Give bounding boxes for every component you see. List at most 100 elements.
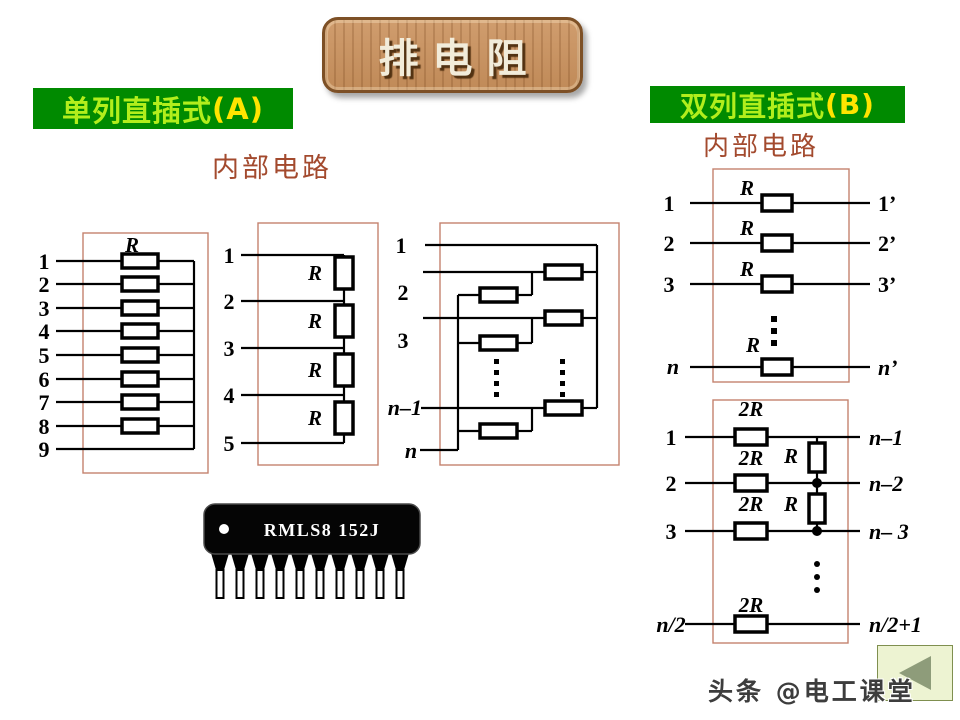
resistor-label: R xyxy=(745,333,760,357)
junction-dots xyxy=(812,478,822,536)
pin-label: 6 xyxy=(39,367,50,392)
resistor-label: R xyxy=(783,492,798,516)
circuit-ladder-diagram: 1 2 3 n–1 n xyxy=(388,222,620,466)
pin-label: 7 xyxy=(39,390,50,415)
pin-label: n xyxy=(405,438,417,463)
pin-label: 1 xyxy=(39,249,50,274)
previous-slide-button[interactable] xyxy=(877,645,953,701)
resistor-label: R xyxy=(124,233,139,257)
pin-label: 8 xyxy=(39,414,50,439)
page-title: 排电阻 xyxy=(378,36,541,82)
pin-label: 1 xyxy=(666,425,677,450)
pin-label: n– 3 xyxy=(869,519,909,544)
pin-label: 2’ xyxy=(878,231,896,256)
pin-labels: 1 2 3 n 1’ 2’ 3’ n’ xyxy=(664,191,898,380)
watermark-text: 头条 @电工课堂 xyxy=(708,677,916,706)
chip-pin1-dot xyxy=(219,524,229,534)
pin-label: 4 xyxy=(39,319,50,344)
chip-pins xyxy=(211,553,409,599)
resistor-label: 2R xyxy=(738,492,764,516)
circuit-wires xyxy=(685,435,860,626)
resistor-label: R xyxy=(307,358,322,382)
resistor-label: R xyxy=(307,406,322,430)
title-banner: 排电阻 xyxy=(322,17,583,93)
circuit-frame xyxy=(439,222,620,466)
pin-label: 1 xyxy=(224,243,235,268)
pin-label: 2 xyxy=(398,280,409,305)
pin-label: 5 xyxy=(224,431,235,456)
pin-labels: 1 2 3 4 5 6 7 8 9 xyxy=(39,249,50,462)
pin-label: 2 xyxy=(664,231,675,256)
pin-label: 5 xyxy=(39,343,50,368)
resistor-symbols xyxy=(120,252,160,435)
chip-body xyxy=(203,503,421,555)
circuit-wires xyxy=(56,259,196,451)
pin-label: 3 xyxy=(39,296,50,321)
left-section-title: 单列直插式 xyxy=(62,93,213,128)
pin-label: 3 xyxy=(224,336,235,361)
pin-label: n/2+1 xyxy=(869,612,922,637)
right-section-suffix: (B) xyxy=(825,88,875,121)
left-section-header: 单列直插式 (A) xyxy=(33,88,293,129)
resistor-label: R xyxy=(307,261,322,285)
circuit-frame xyxy=(82,232,209,474)
pin-label: n–1 xyxy=(869,425,903,450)
pin-label: 3 xyxy=(664,272,675,297)
continuation-dots xyxy=(814,561,820,593)
left-section-suffix: (A) xyxy=(212,91,264,126)
chip-marking: RMLS8 152J xyxy=(264,520,381,540)
resistor-symbols xyxy=(333,255,355,436)
continuation-dots xyxy=(494,359,565,397)
chip-pin-shoulders xyxy=(211,553,409,570)
circuit-dip-isolated-diagram: R R R R 1 2 3 n 1’ 2’ 3’ n’ xyxy=(664,168,898,383)
pin-label: 1’ xyxy=(878,191,896,216)
resistor-label: R xyxy=(739,216,754,240)
pin-label: n–1 xyxy=(388,395,422,420)
resistor-label: R xyxy=(783,444,798,468)
sip-chip-image: RMLS8 152J xyxy=(203,503,421,599)
pin-label: 3 xyxy=(666,519,677,544)
resistor-labels: R R R R xyxy=(307,261,322,430)
pin-label: 1 xyxy=(396,233,407,258)
resistor-label: R xyxy=(307,309,322,333)
resistor-label: R xyxy=(739,176,754,200)
right-section-title: 双列直插式 xyxy=(680,89,826,123)
pin-label: n xyxy=(667,354,679,379)
pin-label: 3 xyxy=(398,328,409,353)
circuit-dip-ladder-diagram: 2R 2R 2R 2R R R 1 2 3 n/2 n–1 n–2 n– 3 n… xyxy=(656,397,922,644)
circuit-sip9-diagram: R 1 2 3 4 5 6 7 8 9 xyxy=(39,232,209,474)
resistor-label: R xyxy=(739,257,754,281)
pin-label: n–2 xyxy=(869,471,903,496)
pin-label: 2 xyxy=(39,272,50,297)
resistor-symbols xyxy=(760,193,794,377)
circuit-wires xyxy=(420,243,599,452)
circuit-sip5-diagram: R R R R 1 2 3 4 5 xyxy=(224,222,379,466)
right-subtitle: 内部电路 xyxy=(703,132,820,162)
resistor-symbols xyxy=(478,263,584,440)
resistor-label: 2R xyxy=(738,446,764,470)
resistor-symbols xyxy=(733,427,827,634)
resistor-label: 2R xyxy=(738,593,764,617)
circuit-frame xyxy=(712,168,850,383)
circuit-frame xyxy=(257,222,379,466)
right-section-header: 双列直插式 (B) xyxy=(650,86,905,123)
back-arrow-icon xyxy=(899,656,931,690)
pin-labels: 1 2 3 4 5 xyxy=(224,243,235,456)
pin-label: n’ xyxy=(878,355,898,380)
resistor-label: 2R xyxy=(738,397,764,421)
pin-labels: 1 2 3 n–1 n xyxy=(388,233,422,463)
continuation-dots xyxy=(771,316,777,346)
pin-label: 2 xyxy=(666,471,677,496)
left-subtitle: 内部电路 xyxy=(212,153,332,184)
pin-label: n/2 xyxy=(656,612,685,637)
circuit-frame xyxy=(712,399,849,644)
pin-label: 1 xyxy=(664,191,675,216)
chip-pin-legs xyxy=(215,569,405,599)
pin-label: 4 xyxy=(224,383,235,408)
circuit-wires xyxy=(241,253,346,445)
pin-label: 3’ xyxy=(878,272,896,297)
resistor-labels: R R R R xyxy=(739,176,760,357)
pin-label: 9 xyxy=(39,437,50,462)
pin-label: 2 xyxy=(224,289,235,314)
